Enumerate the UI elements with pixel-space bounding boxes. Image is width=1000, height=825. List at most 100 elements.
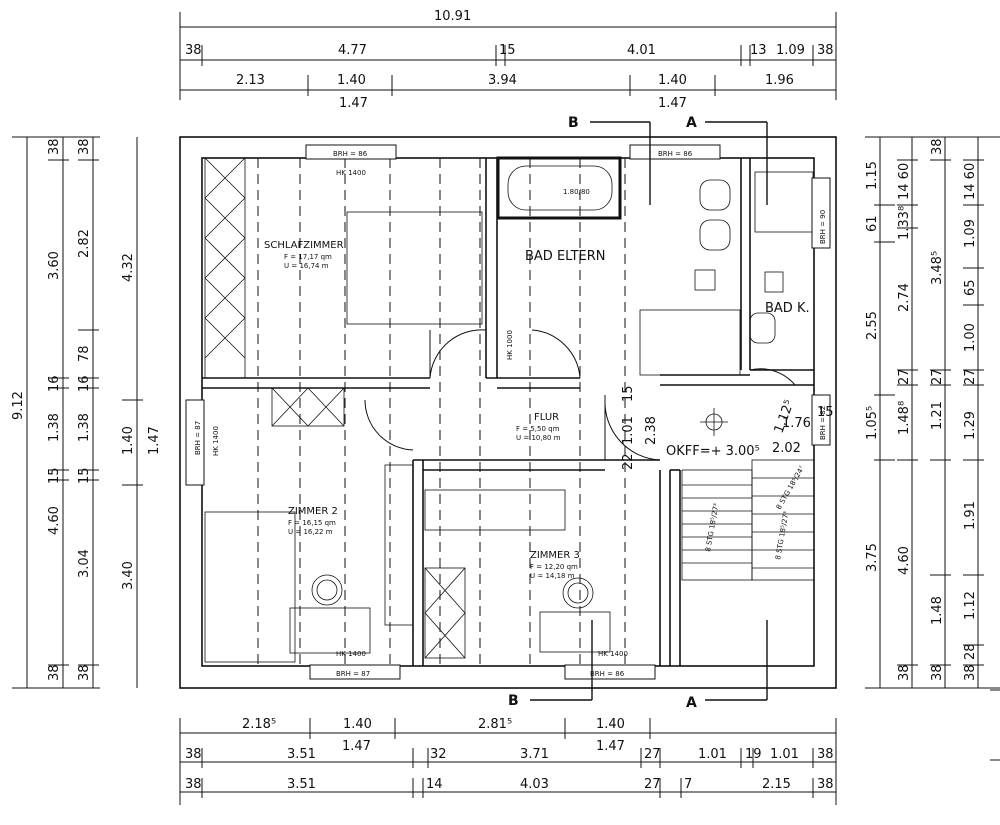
label-flur-2-38: 2.38 (644, 416, 659, 445)
dim-left-c2-4: 1.38 (77, 413, 92, 442)
room-flur-name: FLUR (534, 412, 559, 423)
dim-right-c2-4: 1.48⁸ (897, 401, 912, 435)
label-flur-15: 15 (621, 385, 636, 402)
label-hk-1400-a: HK 1400 (336, 169, 366, 177)
dim-top-r2-0: 2.13 (236, 73, 265, 88)
dim-bot-r3-3: 4.03 (520, 777, 549, 792)
dim-right-c4-6: 1.91 (963, 501, 978, 530)
dim-bot-r3-2: 14 (426, 777, 443, 792)
room-schlafzimmer-perimeter: U = 16,74 m (284, 262, 329, 270)
room-schlafzimmer-name: SCHLAFZIMMER (264, 240, 344, 251)
dim-bot-r3-6: 2.15 (762, 777, 791, 792)
label-brh-90: BRH = 90 (819, 210, 827, 244)
dim-bot-r1-1: 1.40 (343, 717, 372, 732)
dim-left-c1-3: 1.38 (47, 413, 62, 442)
dim-right-c4-8: 28 (963, 643, 978, 660)
dim-bot-r3-1: 3.51 (287, 777, 316, 792)
dim-right-c2-2: 2.74 (897, 283, 912, 312)
dim-bot-r1-0: 2.18⁵ (242, 717, 276, 732)
dim-right-c2-1: 1.33⁸ (897, 206, 912, 240)
dim-left-c1-2: 16 (47, 375, 62, 392)
section-marker-a-bottom: A (686, 695, 697, 711)
dim-left-overall: 9.12 (11, 391, 26, 420)
label-brh-87-a: BRH = 87 (194, 421, 202, 455)
label-hk-1400-d: HK 1400 (598, 650, 628, 658)
dim-left-c2-1: 2.82 (77, 229, 92, 258)
dim-right-c1-1: 61 (865, 215, 880, 232)
room-zimmer3-area: F = 12,20 qm (530, 563, 578, 571)
dim-bot-r2-0: 38 (185, 747, 202, 762)
label-bathtub-size: 1.80/80 (563, 188, 590, 196)
label-hk-1000: HK 1000 (506, 330, 514, 360)
dim-bot-r3-0: 38 (185, 777, 202, 792)
section-marker-b-bottom: B (508, 693, 519, 709)
label-brh-82: BRH = 82 (819, 406, 827, 440)
dim-right-c4-2: 65 (963, 279, 978, 296)
dim-top-r1-6: 38 (817, 43, 834, 58)
label-flur-22: 22 (621, 453, 636, 470)
label-stair-15: 15 (817, 405, 834, 420)
dim-left-c1-4: 15 (47, 467, 62, 484)
dim-right-c1-3: 1.05⁵ (865, 406, 880, 440)
dim-right-c3-1: 3.48⁵ (930, 251, 945, 285)
dim-left-c2-0: 38 (77, 138, 92, 155)
building-walls (179, 136, 837, 689)
dim-right-c1-2: 2.55 (865, 311, 880, 340)
dim-right-c4-0: 14 60 (963, 163, 978, 200)
room-zimmer3-name: ZIMMER 3 (530, 550, 580, 561)
dim-right-c1-4: 3.75 (865, 543, 880, 572)
label-stair-2-02: 2.02 (772, 441, 801, 456)
dim-top-r1-0: 38 (185, 43, 202, 58)
label-flur-1-01: 1.01 (621, 416, 636, 445)
label-brh-86-b: BRH = 86 (658, 150, 693, 158)
room-zimmer2-perimeter: U = 16,22 m (288, 528, 333, 536)
dim-left-c3-2: 1.47 (147, 426, 162, 455)
room-flur-area: F = 5,50 qm (516, 425, 560, 433)
room-zimmer2-name: ZIMMER 2 (288, 506, 338, 517)
label-stg-b: 8 STG 18⁵/27³ (774, 511, 790, 561)
dim-right-c3-0: 38 (930, 138, 945, 155)
dim-right-c3-3: 1.21 (930, 401, 945, 430)
dim-bot-r3-4: 27 (644, 777, 661, 792)
dim-bot-r2-4: 27 (644, 747, 661, 762)
dim-bot-r2-7: 1.01 (770, 747, 799, 762)
room-zimmer2-area: F = 16,15 qm (288, 519, 336, 527)
section-marker-b-top: B (568, 115, 579, 131)
dim-bot-r2-2: 32 (430, 747, 447, 762)
dim-left-c3-1: 1.40 (121, 426, 136, 455)
label-stg-c: 8 STG 18⁵/24⁷ (775, 465, 806, 511)
dim-left-c1-5: 4.60 (47, 506, 62, 535)
dim-bot-r1b-0: 1.47 (342, 739, 371, 754)
room-bad-k-name: BAD K. (765, 301, 810, 316)
label-stair-1-76: 1.76 (782, 416, 811, 431)
dim-right-c4-1: 1.09 (963, 219, 978, 248)
dim-bot-r2-5: 1.01 (698, 747, 727, 762)
label-brh-87-b: BRH = 87 (336, 670, 370, 678)
label-okff: OKFF=+ 3.00⁵ (666, 444, 760, 459)
dim-left-c2-2: 78 (77, 345, 92, 362)
dim-top-r2b-1: 1.47 (658, 96, 687, 111)
dim-bot-r2-8: 38 (817, 747, 834, 762)
dim-left-c2-5: 15 (77, 467, 92, 484)
dim-left-c3-3: 3.40 (121, 561, 136, 590)
label-brh-86-a: BRH = 86 (333, 150, 368, 158)
dim-right-c4-5: 1.29 (963, 411, 978, 440)
dim-top-r1-2: 15 (499, 43, 516, 58)
dim-left-c2-7: 38 (77, 664, 92, 681)
dim-left-c1-0: 38 (47, 138, 62, 155)
dim-right-c4-7: 1.12 (963, 591, 978, 620)
label-stg-a: 8 STG 18⁵/27³ (704, 503, 720, 553)
dim-left-c3-0: 4.32 (121, 253, 136, 282)
label-hk-1400-c: HK 1400 (336, 650, 366, 658)
dim-top-r2-4: 1.96 (765, 73, 794, 88)
dim-top-overall: 10.91 (434, 9, 471, 24)
label-hk-1400-b: HK 1400 (212, 426, 220, 456)
dim-top-r2-2: 3.94 (488, 73, 517, 88)
dim-left-c1-1: 3.60 (47, 251, 62, 280)
dim-left-c2-6: 3.04 (77, 549, 92, 578)
dim-right-c3-4: 1.48 (930, 596, 945, 625)
dim-bot-r1-2: 2.81⁵ (478, 717, 512, 732)
dim-top-r2b-0: 1.47 (339, 96, 368, 111)
dim-right-c2-0: 14 60 (897, 163, 912, 200)
